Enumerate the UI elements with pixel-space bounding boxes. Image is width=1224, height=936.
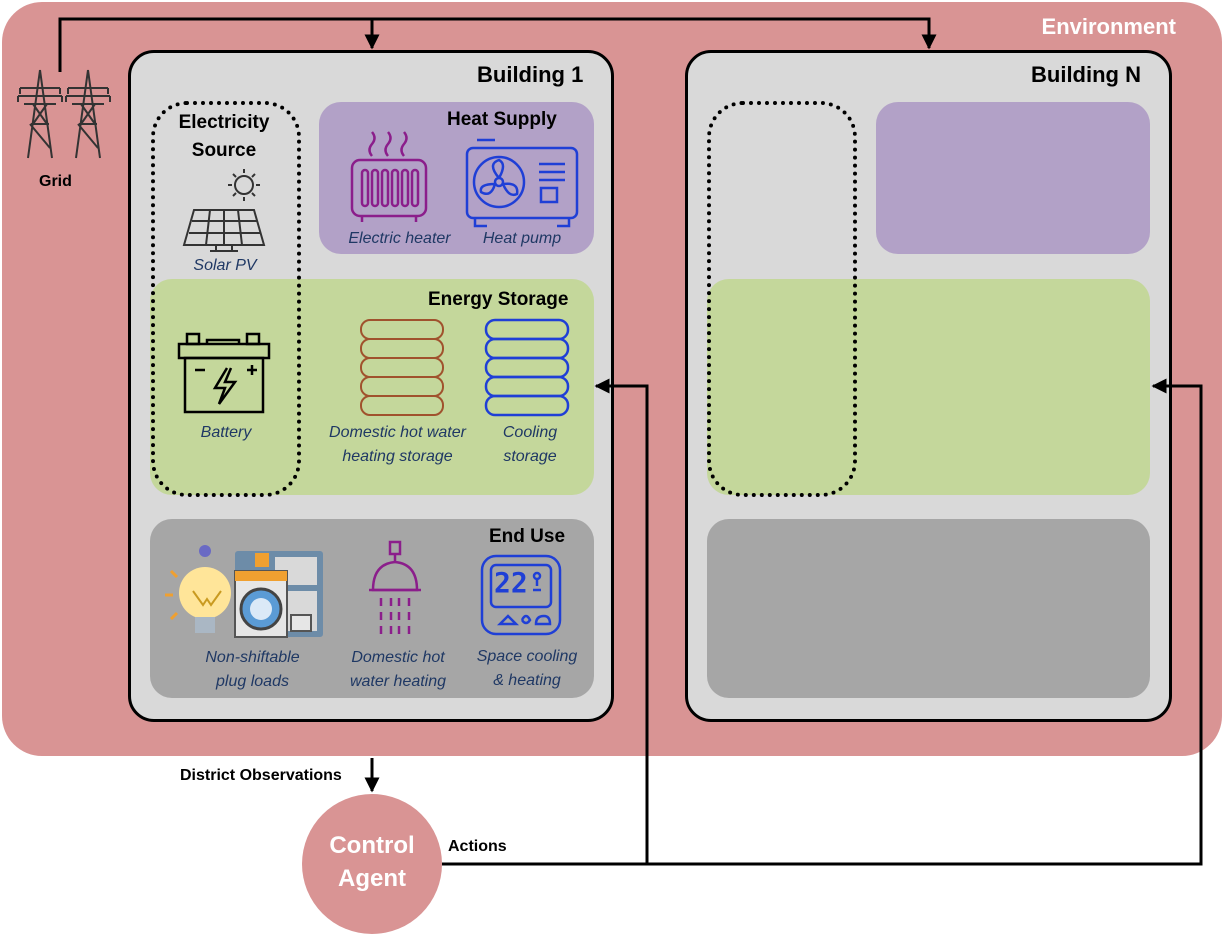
electric-heater-icon [350, 130, 430, 230]
electricity-source-boundary [151, 101, 301, 497]
actions-label: Actions [448, 838, 507, 855]
battery-label: Battery [200, 424, 252, 441]
building-n-heat-supply-panel [876, 102, 1150, 254]
control-agent-label-line2: Agent [338, 865, 406, 892]
plug-loads-label-line1: Non-shiftable [205, 649, 300, 666]
end-use-title: End Use [489, 526, 566, 547]
grid-feed-line [58, 17, 937, 72]
electric-heater-label: Electric heater [348, 230, 451, 247]
dhw-heating-label-line2: water heating [349, 673, 447, 690]
heat-pump-label: Heat pump [482, 230, 562, 247]
cooling-storage-icon [482, 318, 572, 425]
plug-loads-label: Non-shiftable plug loads [185, 646, 320, 694]
cooling-storage-label-line2: storage [503, 448, 557, 465]
heat-supply-panel [319, 102, 594, 254]
building-n-electricity-source-boundary [707, 101, 857, 497]
electricity-source-title-line2: Source [191, 140, 257, 161]
thermostat-display: 22 [494, 566, 528, 599]
control-agent-circle [302, 794, 442, 934]
dhw-storage-label: Domestic hot water heating storage [315, 421, 480, 469]
dhw-heating-label-line1: Domestic hot [351, 649, 445, 666]
space-cooling-heating-label-line1: Space cooling [476, 648, 578, 665]
shower-icon [365, 540, 425, 645]
battery-icon [177, 330, 272, 420]
thermostat-icon: 22 [480, 554, 562, 636]
solar-pv-label: Solar PV [193, 257, 257, 274]
dhw-storage-label-line2: heating storage [342, 448, 453, 465]
control-agent-label-line1: Control [329, 832, 415, 859]
plug-loads-label-line2: plug loads [216, 673, 289, 690]
dhw-storage-label-line1: Domestic hot water [329, 424, 466, 441]
electricity-source-title: Electricity Source [156, 109, 292, 165]
building-n-end-use-panel [707, 519, 1150, 698]
building-n-energy-storage-panel [707, 279, 1150, 495]
actions-to-building-1-arrow [594, 378, 649, 864]
heat-pump-icon [465, 138, 580, 235]
space-cooling-heating-label: Space cooling & heating [467, 645, 587, 693]
dhw-storage-icon [357, 318, 447, 425]
cooling-storage-label: Cooling storage [480, 421, 580, 469]
environment-title: Environment [1041, 14, 1176, 39]
building-n-title: Building N [1031, 62, 1141, 87]
energy-storage-title: Energy Storage [428, 289, 569, 310]
power-tower-icon [16, 68, 112, 165]
control-agent-label: Control Agent [302, 829, 442, 895]
cooling-storage-label-line1: Cooling [502, 424, 558, 441]
actions-to-building-n-arrow [442, 378, 1203, 866]
grid-label: Grid [39, 173, 72, 190]
building-1-title: Building 1 [477, 62, 584, 87]
solar-panel-icon [180, 165, 270, 260]
heat-supply-title: Heat Supply [447, 109, 557, 130]
plug-loads-icon [163, 543, 328, 646]
space-cooling-heating-label-line2: & heating [493, 672, 561, 689]
district-observations-label: District Observations [180, 767, 342, 784]
electricity-source-title-line1: Electricity [178, 112, 270, 133]
dhw-heating-label: Domestic hot water heating [338, 646, 458, 694]
